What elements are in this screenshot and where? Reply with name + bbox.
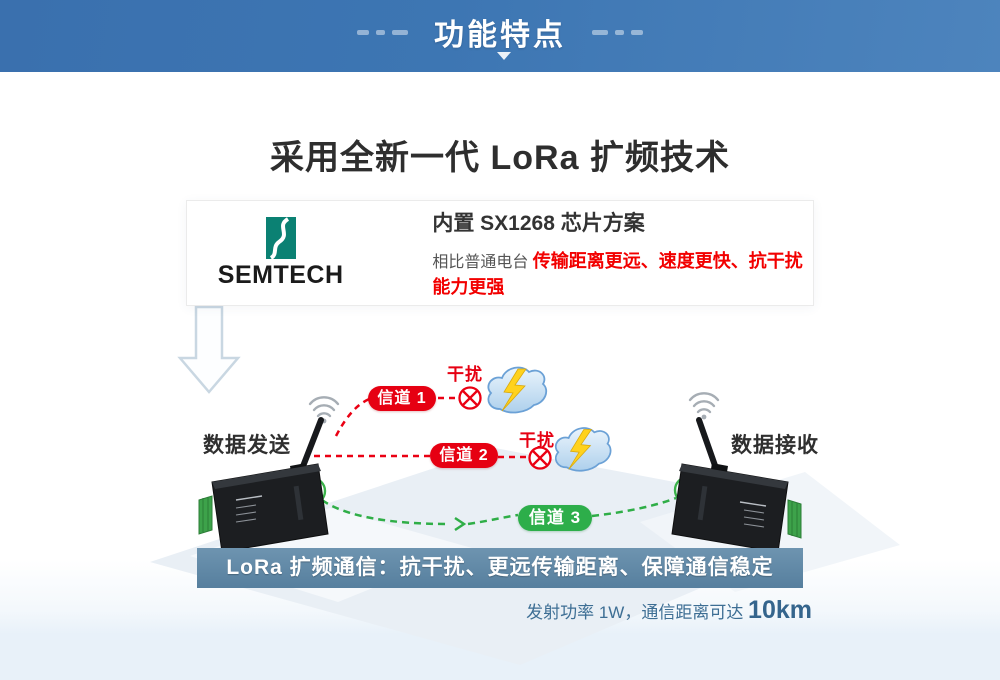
section-header: 功能特点 [0,0,1000,72]
header-title: 功能特点 [434,19,566,52]
interference-label: 干扰 [519,431,555,450]
channel1-dash-left [334,396,373,437]
chip-compare: 相比普通电台 传输距离更远、速度更快、抗干扰能力更强 [432,247,813,299]
dash [392,29,408,35]
footer-note: 发射功率 1W，通信距离可达 10km [526,596,812,625]
compare-highlight: 传输距离更远、速度更快、抗干扰能力更强 [432,251,803,297]
wifi-signal-icon [688,392,720,420]
receiver-device [671,417,802,553]
channel3-dash-left [321,498,449,526]
crossed-circle-icon [528,446,552,470]
footer-note-value: 10km [748,596,812,624]
storm-cloud-icon [487,366,548,414]
sender-device [198,417,329,553]
storm-cloud-icon [554,427,612,472]
sender-label: 数据发送 [203,434,291,457]
chevron-down-icon [497,52,511,60]
page-title: 采用全新一代 LoRa 扩频技术 [270,139,730,177]
channel1-pill: 信道 1 [368,386,436,411]
compare-prefix: 相比普通电台 [432,254,533,271]
channel3-dash-right [591,496,677,518]
header-dashes-right [592,29,643,35]
semtech-logo-icon [265,216,296,259]
caption-banner: LoRa 扩频通信：抗干扰、更远传输距离、保障通信稳定 [197,548,803,588]
wifi-signal-icon [308,396,340,424]
interference-label: 干扰 [447,365,483,384]
channel3-arrowhead [454,516,467,532]
crossed-circle-icon [458,386,482,410]
dash [631,29,643,35]
header-dashes-left [357,29,408,35]
receiver-label: 数据接收 [731,434,819,457]
brand-block: SEMTECH [217,216,344,290]
dash [376,29,385,35]
chip-text: 内置 SX1268 芯片方案 相比普通电台 传输距离更远、速度更快、抗干扰能力更… [432,207,813,299]
channel2-pill: 信道 2 [430,443,498,468]
dash [592,29,608,35]
chip-card: SEMTECH 内置 SX1268 芯片方案 相比普通电台 传输距离更远、速度更… [186,200,814,306]
chip-headline: 内置 SX1268 芯片方案 [432,212,645,235]
footer-note-prefix: 发射功率 1W，通信距离可达 [526,603,749,622]
channel3-dash-mid [467,513,519,526]
down-arrow-icon [177,305,241,394]
dash [615,29,624,35]
dash [357,29,369,35]
brand-name: SEMTECH [217,260,344,289]
channel3-pill: 信道 3 [518,505,592,531]
